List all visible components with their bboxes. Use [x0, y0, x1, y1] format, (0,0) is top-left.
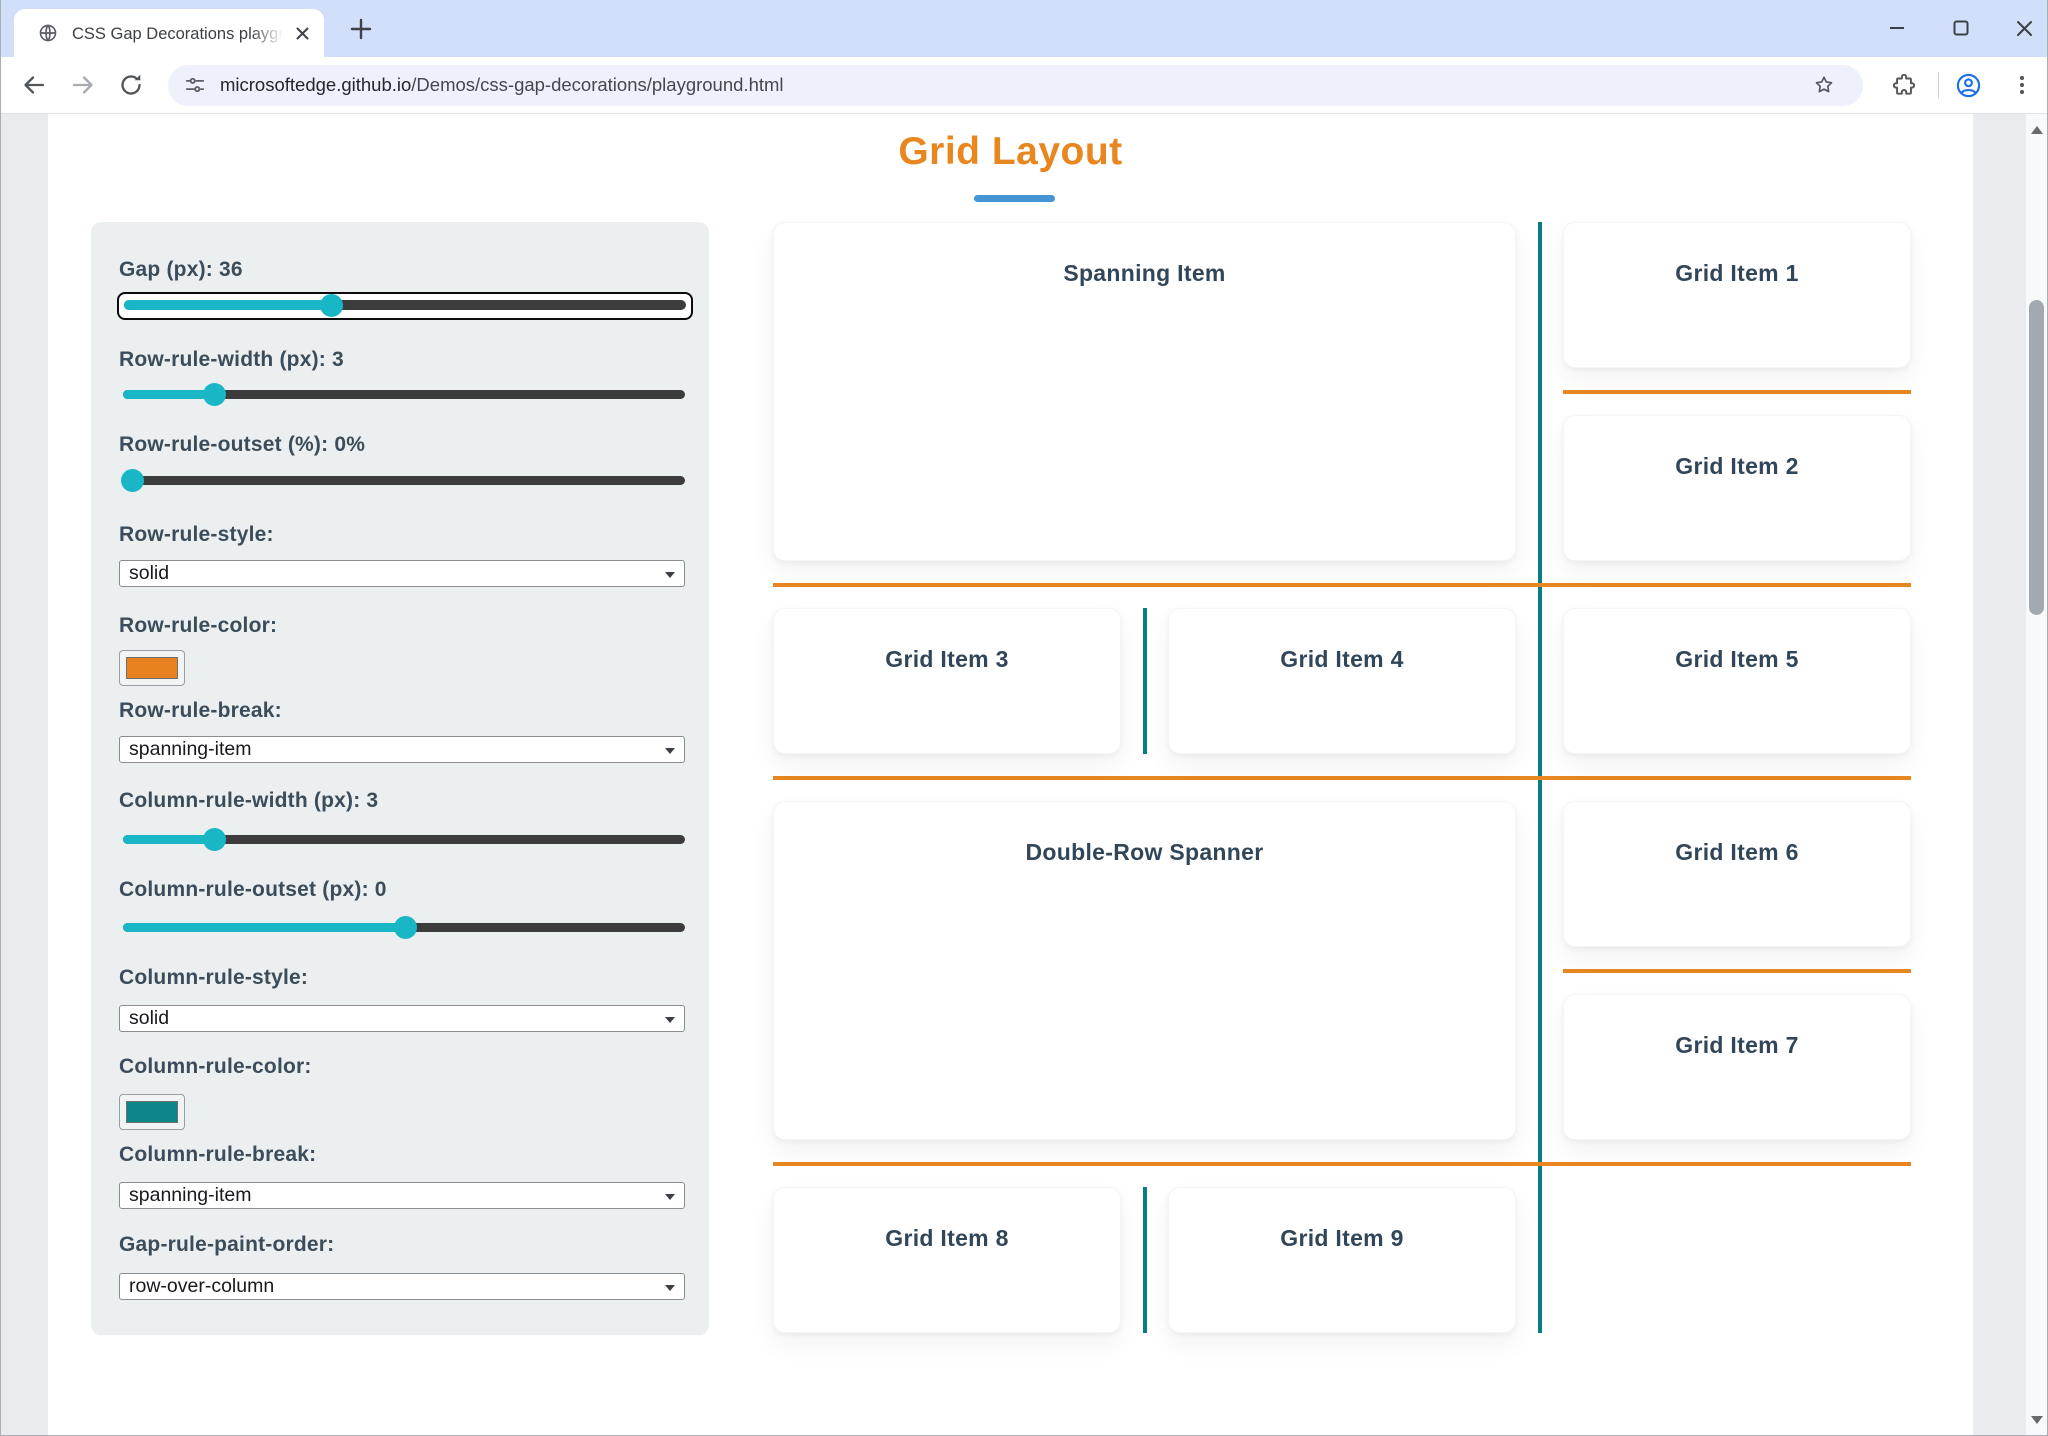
globe-favicon-icon [38, 23, 58, 43]
row-rule-style-label: Row-rule-style: [119, 523, 274, 546]
grid-item-1: Grid Item 1 [1563, 222, 1911, 368]
tab-title: CSS Gap Decorations playgroun [72, 25, 287, 43]
browser-tab[interactable]: CSS Gap Decorations playgroun [14, 9, 324, 57]
scrollbar-down-arrow-icon[interactable] [2031, 1416, 2043, 1424]
grid-item-2: Grid Item 2 [1563, 415, 1911, 561]
slider-fill [124, 300, 331, 310]
row-rule-break-select[interactable]: spanning-item [119, 736, 685, 763]
reload-button[interactable] [118, 72, 144, 98]
forward-button[interactable] [70, 72, 96, 98]
column-rule-style-label: Column-rule-style: [119, 966, 309, 989]
row-rule-color-label: Row-rule-color: [119, 614, 278, 637]
toolbar-divider [1938, 72, 1939, 98]
vertical-scrollbar[interactable] [2026, 114, 2047, 1435]
row-rule [773, 1162, 1911, 1166]
profile-avatar[interactable] [1955, 72, 1981, 98]
chevron-down-icon [665, 1194, 675, 1200]
close-window-button[interactable] [2009, 14, 2039, 42]
gap-slider-label: Gap (px): 36 [119, 258, 243, 281]
menu-dots-icon[interactable] [2009, 72, 2035, 98]
address-bar[interactable]: microsoftedge.github.io/Demos/css-gap-de… [168, 65, 1863, 106]
slider-thumb[interactable] [203, 383, 226, 406]
row-rule-color-picker[interactable] [119, 650, 185, 686]
column-rule-width-slider[interactable] [123, 835, 685, 844]
slider-track [124, 300, 686, 310]
slider-thumb[interactable] [203, 828, 226, 851]
row-rule-width-label: Row-rule-width (px): 3 [119, 348, 344, 371]
grid-item-5: Grid Item 5 [1563, 608, 1911, 754]
bookmark-star-icon[interactable] [1813, 74, 1835, 96]
scrollbar-up-arrow-icon[interactable] [2031, 126, 2043, 134]
select-value: spanning-item [129, 1184, 252, 1206]
browser-toolbar: microsoftedge.github.io/Demos/css-gap-de… [1, 57, 2047, 114]
slider-thumb[interactable] [394, 916, 417, 939]
column-rule-width-label: Column-rule-width (px): 3 [119, 789, 379, 812]
back-button[interactable] [21, 72, 47, 98]
site-settings-icon[interactable] [184, 74, 206, 96]
column-rule-color-picker[interactable] [119, 1094, 185, 1130]
row-rule [1563, 390, 1911, 394]
row-rule [1563, 969, 1911, 973]
controls-panel: Gap (px): 36 Row-rule-width (px): 3 Row-… [91, 222, 709, 1335]
chevron-down-icon [665, 748, 675, 754]
slider-thumb[interactable] [320, 294, 343, 317]
url-text: microsoftedge.github.io/Demos/css-gap-de… [220, 74, 784, 96]
column-rule [1143, 608, 1147, 754]
color-swatch [126, 1101, 178, 1123]
grid-item-7: Grid Item 7 [1563, 994, 1911, 1140]
column-rule-break-select[interactable]: spanning-item [119, 1182, 685, 1209]
tab-title-fade [251, 21, 291, 47]
tab-strip: CSS Gap Decorations playgroun [1, 0, 2047, 57]
grid-item-6: Grid Item 6 [1563, 801, 1911, 947]
gap-slider[interactable] [117, 292, 693, 320]
slider-thumb[interactable] [121, 469, 144, 492]
minimize-button[interactable] [1882, 14, 1912, 42]
grid-item-3: Grid Item 3 [773, 608, 1121, 754]
row-rule [773, 776, 1911, 780]
column-rule-color-label: Column-rule-color: [119, 1055, 312, 1078]
new-tab-button[interactable] [348, 16, 374, 42]
grid-item-8: Grid Item 8 [773, 1187, 1121, 1333]
row-rule-width-slider[interactable] [123, 390, 685, 399]
chevron-down-icon [665, 572, 675, 578]
title-underline [974, 195, 1055, 202]
row-rule-outset-slider[interactable] [123, 476, 685, 485]
slider-fill [123, 923, 406, 932]
url-domain: microsoftedge.github.io [220, 74, 412, 95]
grid-item-4: Grid Item 4 [1168, 608, 1516, 754]
page-title: Grid Layout [898, 130, 1123, 173]
grid-item-double-row-spanner: Double-Row Spanner [773, 801, 1516, 1140]
row-rule-break-label: Row-rule-break: [119, 699, 282, 722]
grid-item-9: Grid Item 9 [1168, 1187, 1516, 1333]
page-margin-right [1973, 114, 2026, 1435]
column-rule-outset-label: Column-rule-outset (px): 0 [119, 878, 387, 901]
column-rule-break-label: Column-rule-break: [119, 1143, 317, 1166]
maximize-button[interactable] [1946, 14, 1976, 42]
chevron-down-icon [665, 1017, 675, 1023]
extensions-icon[interactable] [1891, 72, 1917, 98]
select-value: spanning-item [129, 738, 252, 760]
select-value: solid [129, 1007, 170, 1029]
gap-rule-paint-order-label: Gap-rule-paint-order: [119, 1233, 335, 1256]
row-rule-outset-label: Row-rule-outset (%): 0% [119, 433, 366, 456]
grid-item-spanning: Spanning Item [773, 222, 1516, 561]
column-rule [1143, 1187, 1147, 1333]
color-swatch [126, 657, 178, 679]
slider-fill [123, 390, 215, 399]
column-rule-style-select[interactable]: solid [119, 1005, 685, 1032]
select-value: solid [129, 562, 170, 584]
gap-rule-paint-order-select[interactable]: row-over-column [119, 1273, 685, 1300]
row-rule-style-select[interactable]: solid [119, 560, 685, 587]
chevron-down-icon [665, 1285, 675, 1291]
url-path: /Demos/css-gap-decorations/playground.ht… [411, 74, 784, 95]
row-rule [773, 583, 1911, 587]
scrollbar-thumb[interactable] [2029, 300, 2044, 615]
page-margin-left [1, 114, 48, 1435]
grid-layout-board: Spanning Item Grid Item 1 Grid Item 2 Gr… [773, 222, 1911, 1333]
slider-fill [123, 835, 215, 844]
tab-close-icon[interactable] [294, 25, 311, 42]
select-value: row-over-column [129, 1275, 275, 1297]
